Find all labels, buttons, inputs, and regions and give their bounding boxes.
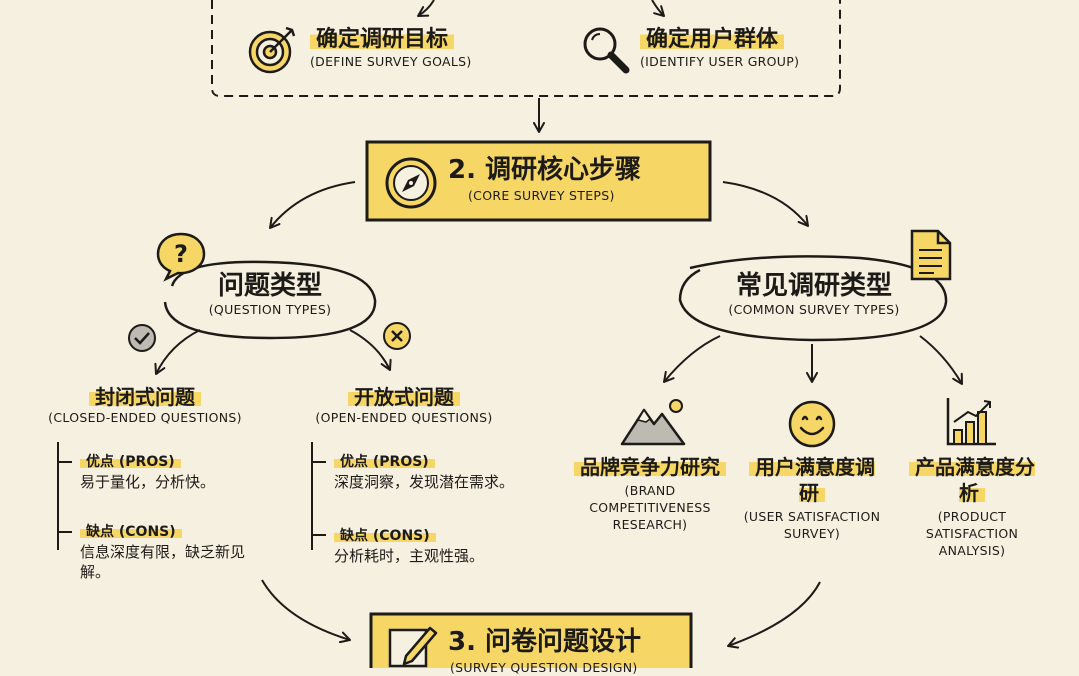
svg-text:?: ? (174, 240, 188, 268)
check-circle-icon (128, 324, 156, 352)
survey-item-1-title: 品牌竞争力研究 (574, 455, 726, 479)
question-types-title: 问题类型 (217, 271, 322, 301)
define-goals-subtitle: (DEFINE SURVEY GOALS) (310, 54, 472, 69)
define-goals-title: 确定调研目标 (310, 27, 455, 52)
open-ended-subtitle: (OPEN-ENDED QUESTIONS) (315, 410, 493, 425)
step2-title: 2. 调研核心步骤 (448, 155, 642, 185)
open-pros-text: 深度洞察，发现潜在需求。 (334, 473, 515, 491)
closed-cons-label: 缺点 (CONS) (80, 524, 182, 540)
identify-users-title: 确定用户群体 (640, 27, 785, 52)
bar-chart-icon (946, 398, 996, 446)
open-cons-label: 缺点 (CONS) (334, 528, 436, 544)
closed-cons-text: 信息深度有限，缺乏新见解。 (80, 543, 246, 581)
survey-item-2-subtitle: (USER SATISFACTION SURVEY) (743, 509, 881, 541)
survey-item-3-title: 产品满意度分析 (909, 455, 1035, 505)
closed-ended-title: 封闭式问题 (89, 385, 201, 409)
survey-item-3-subtitle: (PRODUCT SATISFACTION ANALYSIS) (925, 509, 1019, 558)
survey-types-subtitle: (COMMON SURVEY TYPES) (728, 302, 900, 317)
compass-icon (385, 157, 437, 209)
magnifier-icon (583, 27, 630, 74)
document-icon (910, 229, 952, 281)
mountain-icon (620, 399, 686, 446)
question-bubble-icon: ? (156, 232, 206, 282)
closed-ended-subtitle: (CLOSED-ENDED QUESTIONS) (48, 410, 242, 425)
question-types-subtitle: (QUESTION TYPES) (208, 302, 332, 317)
step3-title: 3. 问卷问题设计 (448, 627, 642, 657)
survey-item-2-title: 用户满意度调研 (749, 455, 875, 505)
closed-pros-label: 优点 (PROS) (80, 454, 181, 470)
step2-subtitle: (CORE SURVEY STEPS) (468, 188, 615, 203)
pencil-icon (388, 626, 438, 668)
target-icon (248, 26, 296, 74)
identify-users-subtitle: (IDENTIFY USER GROUP) (640, 54, 800, 69)
closed-pros-text: 易于量化，分析快。 (80, 473, 216, 491)
smiley-icon (788, 400, 836, 448)
step3-subtitle: (SURVEY QUESTION DESIGN) (450, 660, 638, 675)
survey-item-1-subtitle: (BRAND COMPETITIVENESS RESEARCH) (589, 483, 711, 532)
open-cons-text: 分析耗时，主观性强。 (334, 547, 485, 565)
x-circle-icon (383, 322, 411, 350)
survey-types-title: 常见调研类型 (735, 271, 892, 301)
open-pros-label: 优点 (PROS) (334, 454, 435, 470)
open-ended-title: 开放式问题 (348, 385, 460, 409)
